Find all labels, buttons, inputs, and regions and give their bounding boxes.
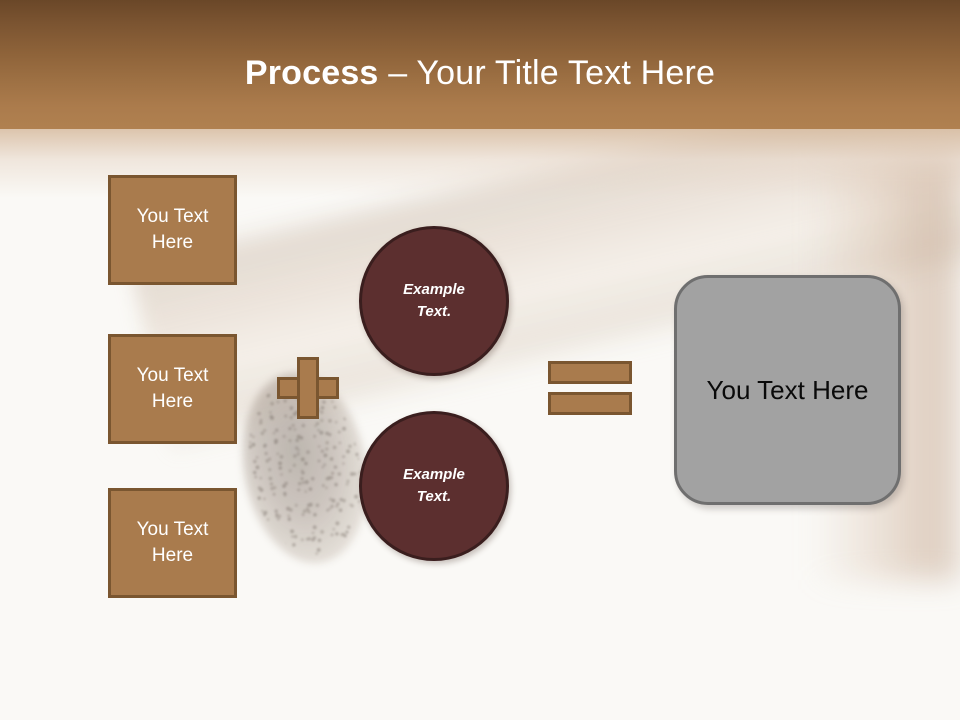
result-box[interactable]: You Text Here xyxy=(674,275,901,505)
example-circle-1-line1: Example xyxy=(403,281,465,298)
example-circle-1-label: Example Text. xyxy=(403,279,465,323)
page-title: Process – Your Title Text Here xyxy=(0,52,960,94)
equals-icon xyxy=(548,361,632,415)
equals-icon-top-bar xyxy=(548,361,632,384)
input-box-1-label: You Text Here xyxy=(136,206,209,253)
plus-icon-center xyxy=(300,380,316,396)
page-title-strong: Process xyxy=(244,54,379,92)
example-circle-2-line1: Example xyxy=(403,466,465,483)
example-circle-2-line2: Text. xyxy=(416,488,452,505)
input-box-3-label: You Text Here xyxy=(136,519,209,566)
input-box-2-label: You Text Here xyxy=(136,365,209,412)
example-circle-1-line2: Text. xyxy=(416,303,452,320)
example-circle-2-label: Example Text. xyxy=(403,464,465,508)
result-box-label: You Text Here xyxy=(706,375,869,405)
page-title-separator: – xyxy=(378,54,417,92)
input-box-3[interactable]: You Text Here xyxy=(108,488,237,598)
input-box-1[interactable]: You Text Here xyxy=(108,175,237,285)
example-circle-1[interactable]: Example Text. xyxy=(359,226,509,376)
example-circle-2[interactable]: Example Text. xyxy=(359,411,509,561)
input-box-2[interactable]: You Text Here xyxy=(108,334,237,444)
page-title-rest: Your Title Text Here xyxy=(416,54,716,92)
plus-icon xyxy=(277,357,339,419)
equals-icon-bottom-bar xyxy=(548,392,632,415)
header-bar xyxy=(0,0,960,129)
